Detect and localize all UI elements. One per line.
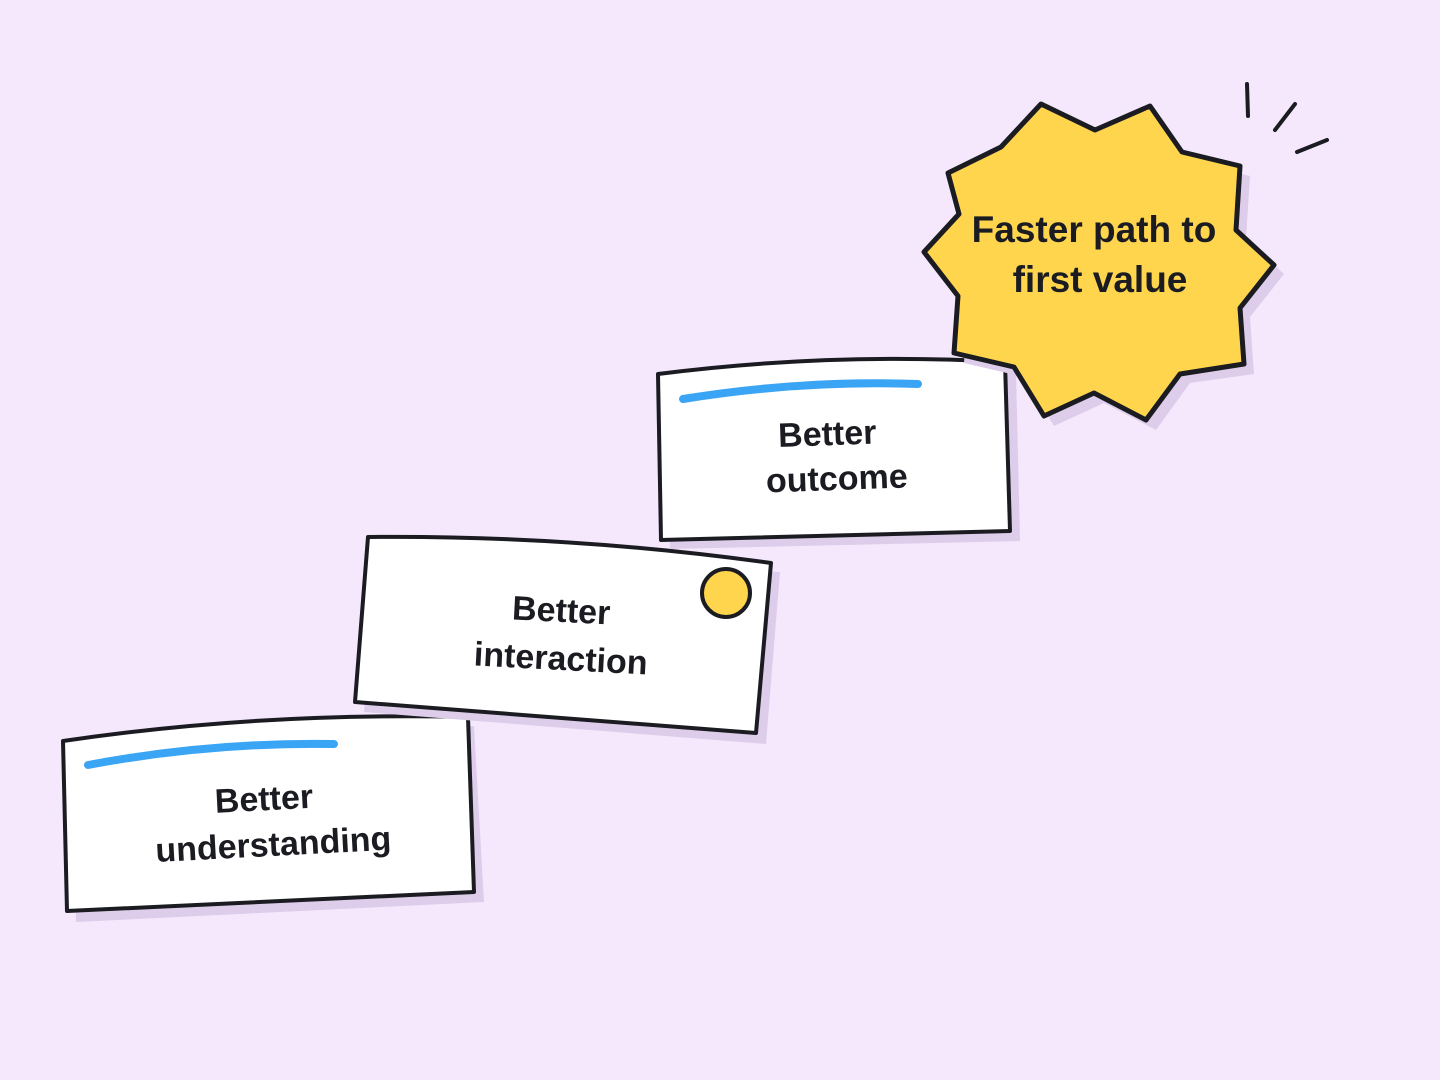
goal-label-line2: first value (1013, 259, 1188, 300)
step-card-outcome: Better outcome (656, 356, 1020, 549)
sparkle-line (1273, 102, 1297, 132)
card-accent-line (84, 739, 338, 769)
yellow-dot (700, 567, 752, 619)
step-card-interaction: Better interaction (353, 534, 780, 744)
step-card-understanding: Better understanding (61, 714, 484, 922)
sparkle-lines (1245, 82, 1329, 154)
card-body (353, 534, 773, 735)
step-label-line1: Better (214, 778, 314, 821)
step-label-line2: outcome (765, 457, 908, 500)
step-label-line1: Better (778, 414, 878, 455)
card-accent-line (679, 379, 922, 403)
sparkle-line (1295, 138, 1329, 154)
starburst-body (921, 101, 1277, 423)
step-label-line1: Better (511, 589, 611, 632)
goal-label-line1: Faster path to (972, 209, 1217, 250)
sparkle-line (1245, 82, 1250, 118)
step-label-line2: interaction (473, 635, 649, 682)
goal-starburst: Faster path to first value (921, 101, 1284, 430)
